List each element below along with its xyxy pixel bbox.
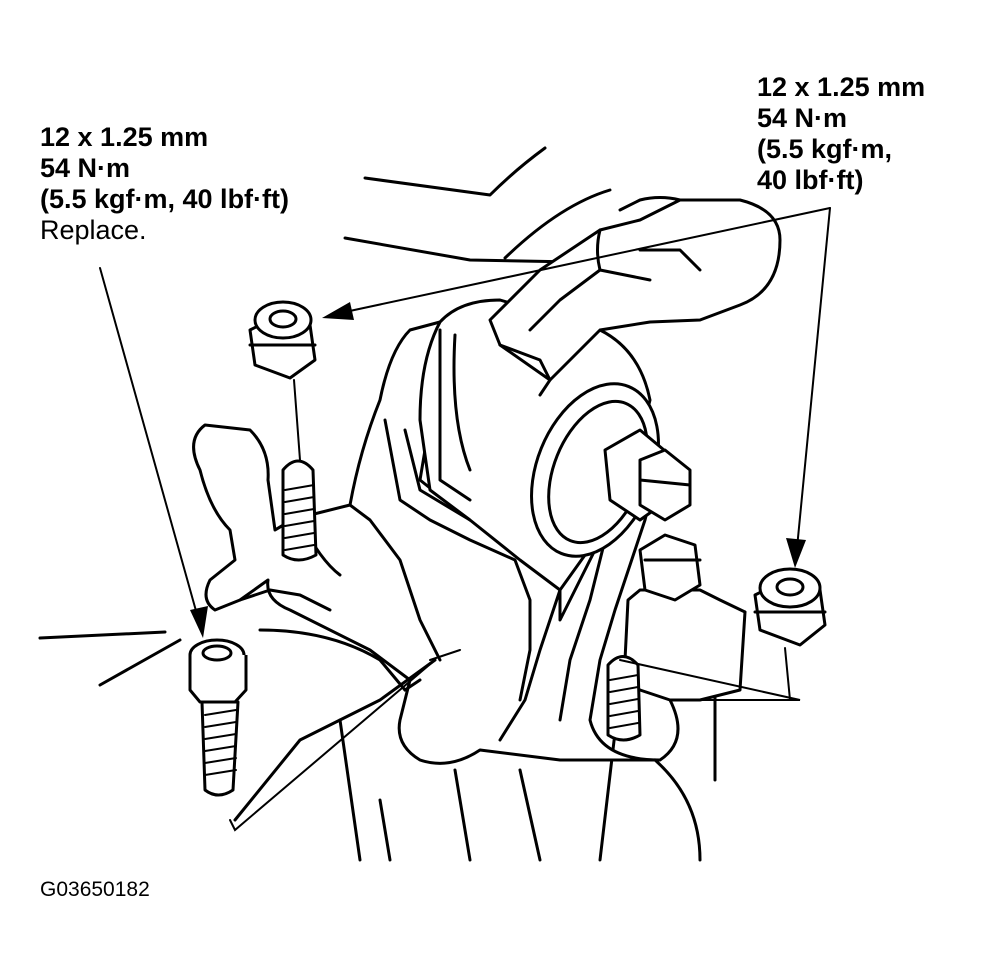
upper-mount-arm	[488, 196, 782, 397]
leader-lines	[229, 379, 801, 832]
torque-alt-label-line1: (5.5 kgf·m,	[757, 134, 893, 164]
bracket-ribs	[348, 418, 612, 742]
figure-code: G03650182	[40, 878, 150, 901]
callout-arrows	[99, 207, 831, 638]
lower-right-bolt	[638, 533, 702, 602]
flange-nut-right	[753, 567, 827, 647]
callout-left-torque-spec: 12 x 1.25 mm 54 N·m (5.5 kgf·m, 40 lbf·f…	[40, 122, 289, 246]
stud-right	[606, 655, 642, 742]
torque-alt-label: (5.5 kgf·m, 40 lbf·ft)	[40, 184, 290, 214]
stud-left	[281, 459, 318, 562]
arrowhead-left	[190, 606, 208, 638]
mount-bushing	[418, 298, 660, 592]
flange-nut-left	[248, 300, 317, 380]
torque-value-label: 54 N·m	[757, 103, 848, 133]
thread-spec-label: 12 x 1.25 mm	[757, 72, 926, 102]
torque-value-label: 54 N·m	[40, 153, 131, 183]
callout-right-torque-spec: 12 x 1.25 mm 54 N·m (5.5 kgf·m, 40 lbf·f…	[757, 72, 925, 196]
arrowhead-upper-nut	[322, 302, 354, 320]
torque-alt-label-line2: 40 lbf·ft)	[757, 165, 864, 195]
flange-bolt-left	[188, 638, 248, 797]
arrowhead-right-nut	[786, 538, 806, 568]
replace-note: Replace.	[40, 215, 147, 245]
through-bolt	[603, 428, 692, 522]
thread-spec-label: 12 x 1.25 mm	[40, 122, 209, 152]
